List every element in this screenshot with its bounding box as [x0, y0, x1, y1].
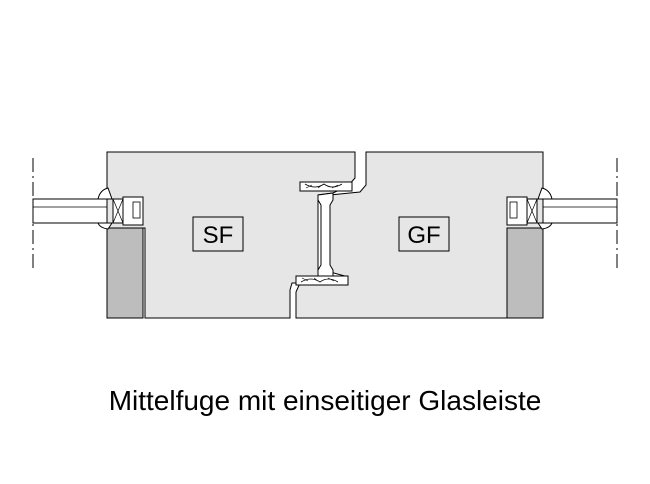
left-glass-pane — [32, 198, 114, 224]
left-glazing-bead — [106, 227, 144, 319]
gf-label-box — [398, 216, 450, 252]
right-glass-pane — [539, 198, 618, 224]
top-gasket — [299, 181, 353, 192]
right-glazing-bead — [506, 227, 544, 319]
left-glass-seal — [97, 187, 144, 230]
bottom-gasket — [295, 275, 349, 286]
section-drawing: SF GF — [32, 151, 618, 319]
sf-label: SF — [203, 222, 234, 249]
right-glass-seal — [506, 187, 553, 230]
drawing-caption: Mittelfuge mit einseitiger Glasleiste — [108, 385, 542, 416]
gf-label: GF — [407, 222, 440, 249]
sf-label-box — [192, 216, 244, 252]
